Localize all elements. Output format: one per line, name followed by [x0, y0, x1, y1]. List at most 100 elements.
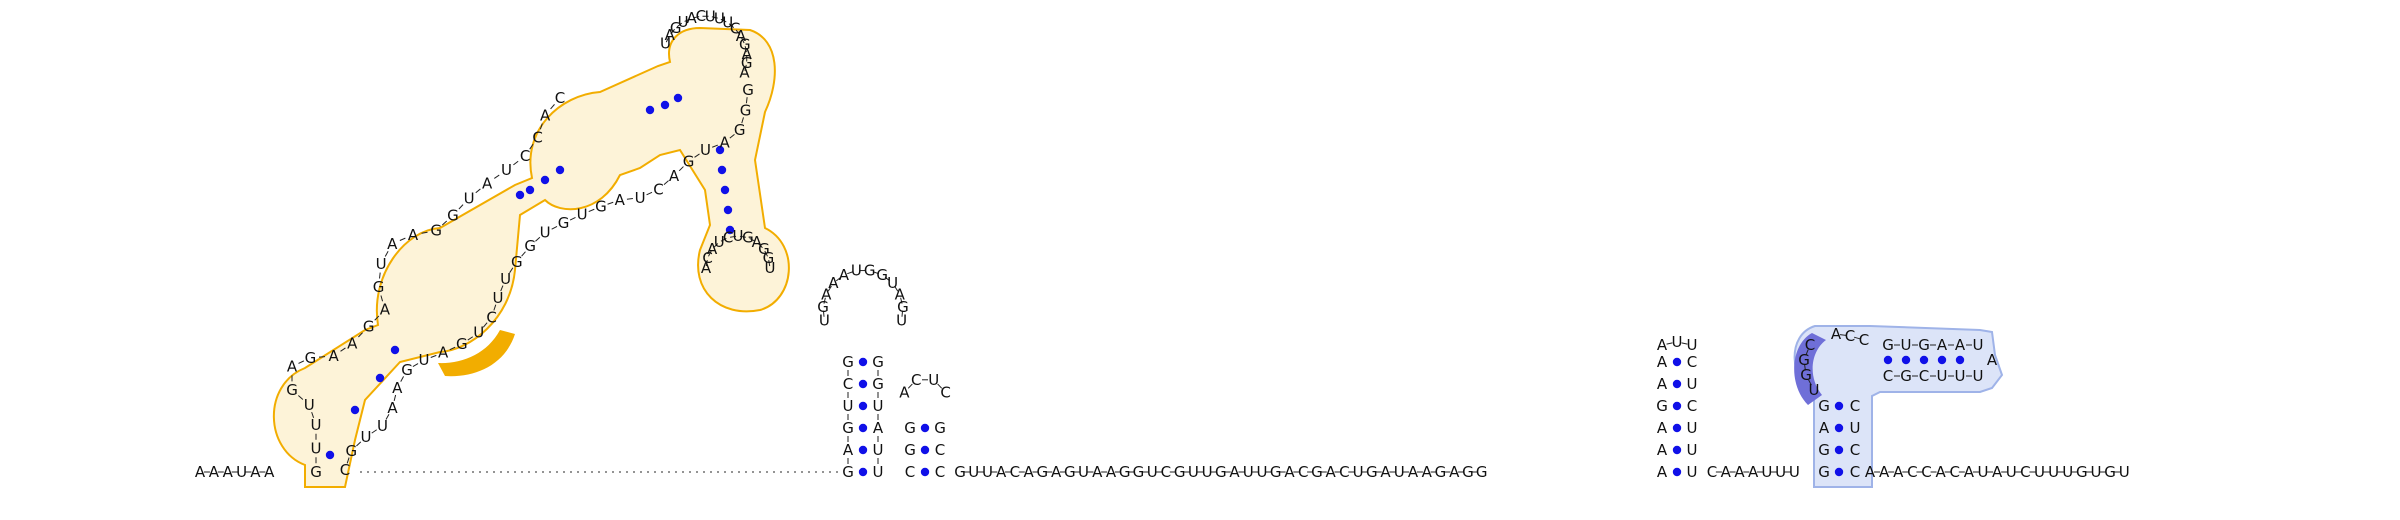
hairpin2-loop-nucleotide: G — [864, 262, 876, 280]
backbone-segment — [340, 347, 346, 352]
orange-left-nucleotide: U — [311, 416, 322, 434]
hairpin4-right-nucleotide: U — [1687, 419, 1698, 437]
orange-right-nucleotide: C — [653, 180, 663, 198]
blue-arm-top-nucleotide: U — [1973, 336, 1984, 354]
hairpin4-right-nucleotide: U — [1687, 375, 1698, 393]
base-pair-dot — [1672, 445, 1682, 455]
orange-right-nucleotide: G — [595, 197, 607, 215]
hairpin4-loop-nucleotide: U — [1672, 333, 1683, 351]
hairpin4-left-nucleotide: A — [1657, 375, 1668, 393]
hairpin2-loop-nucleotide: G — [817, 298, 829, 316]
orange-left-nucleotide: G — [430, 222, 442, 240]
hairpin4-right-nucleotide: C — [1687, 397, 1697, 415]
blue-stem-left-nucleotide: A — [1819, 419, 1830, 437]
backbone-segment — [847, 271, 854, 275]
middle-run-nucleotide: U — [1243, 463, 1254, 481]
backbone-segment — [708, 250, 712, 257]
orange-small-loop-nucleotide: C — [702, 249, 712, 267]
base-pair-dot — [1919, 355, 1929, 365]
middle-run-nucleotide: U — [968, 463, 979, 481]
middle-run-nucleotide: A — [1449, 463, 1460, 481]
middle-run-nucleotide: G — [1215, 463, 1227, 481]
middle-run-nucleotide: A — [1106, 463, 1117, 481]
backbone-segment — [521, 251, 526, 257]
left-run-nucleotide: A — [209, 463, 220, 481]
orange-right-nucleotide: U — [635, 189, 646, 207]
backbone-segment — [741, 117, 744, 124]
backbone-segment — [494, 174, 500, 179]
base-pair-dot — [1834, 445, 1844, 455]
orange-right-nucleotide: G — [740, 101, 752, 119]
hairpin2-left-nucleotide: C — [843, 375, 853, 393]
base-pair-dot — [920, 445, 930, 455]
base-pair-dot — [1883, 355, 1893, 365]
blue-loop-nucleotide: C — [1859, 331, 1869, 349]
base-pair-dot — [1672, 467, 1682, 477]
run-after-h4-nucleotide: U — [1761, 463, 1772, 481]
orange-right-nucleotide: C — [340, 461, 350, 479]
orange-right-nucleotide: U — [700, 141, 711, 159]
backbone-segment — [430, 354, 437, 358]
orange-right-nucleotide: A — [438, 344, 449, 362]
middle-run-nucleotide: U — [1147, 463, 1158, 481]
backbone-segment — [729, 133, 735, 139]
base-pair-dot — [920, 423, 930, 433]
middle-run-nucleotide: G — [1064, 463, 1076, 481]
blue-stem-left-nucleotide: G — [1818, 397, 1830, 415]
backbone-segment — [937, 383, 943, 389]
base-pair-dot — [858, 423, 868, 433]
orange-right-nucleotide: U — [377, 417, 388, 435]
right-run-nucleotide: A — [1935, 463, 1946, 481]
backbone-segment — [529, 143, 534, 150]
backbone-segment — [513, 160, 519, 166]
orange-loop-nucleotide: U — [714, 10, 725, 28]
orange-small-loop-nucleotide: G — [758, 240, 770, 258]
backbone-segment — [720, 238, 727, 242]
backbone-segment — [730, 235, 737, 238]
blue-stem-right-nucleotide: C — [1850, 397, 1860, 415]
right-run-nucleotide: U — [2034, 463, 2045, 481]
backbone-segment — [693, 16, 700, 19]
orange-right-nucleotide: A — [669, 167, 680, 185]
blue-arm-bottom-nucleotide: C — [1919, 367, 1929, 385]
orange-loop-nucleotide: U — [722, 14, 733, 32]
backbone-segment — [744, 64, 747, 71]
orange-left-nucleotide: A — [482, 174, 493, 192]
backbone-segment — [482, 322, 488, 328]
base-pair-dot — [1937, 355, 1947, 365]
orange-left-nucleotide: G — [286, 381, 298, 399]
orange-highlight-segment — [438, 330, 515, 377]
backbone-segment — [745, 97, 748, 104]
orange-small-loop-nucleotide: C — [723, 229, 733, 247]
backbone-segment — [1808, 379, 1812, 386]
backbone-segment — [676, 22, 683, 28]
base-pair-dot — [645, 105, 655, 115]
hairpin3-right-nucleotide: C — [935, 441, 945, 459]
backbone-segment — [1805, 349, 1809, 356]
orange-loop-nucleotide: A — [665, 26, 676, 44]
backbone-segment — [1839, 334, 1847, 336]
middle-run-nucleotide: G — [1133, 463, 1145, 481]
hairpin3-loop-nucleotide: A — [899, 383, 910, 401]
region-highlights — [272, 26, 2004, 488]
backbone-segment — [757, 243, 763, 249]
orange-right-nucleotide: G — [742, 81, 754, 99]
blue-arm-bottom-nucleotide: U — [1955, 367, 1966, 385]
middle-run-nucleotide: C — [1298, 463, 1308, 481]
right-run-nucleotide: U — [2048, 463, 2059, 481]
hairpin2-loop-nucleotide: A — [839, 266, 850, 284]
right-run-nucleotide: U — [2119, 463, 2130, 481]
blue-arm-bottom-nucleotide: C — [1883, 367, 1893, 385]
backbone-segment — [720, 18, 727, 23]
hairpin2-right-nucleotide: G — [872, 375, 884, 393]
backbone-segment — [371, 429, 377, 434]
orange-left-nucleotide: A — [329, 347, 340, 365]
backbone-segment — [374, 315, 380, 321]
orange-small-loop-nucleotide: G — [742, 229, 754, 247]
backbone-segment — [646, 191, 653, 196]
orange-right-nucleotide: U — [500, 270, 511, 288]
orange-loop-nucleotide: U — [705, 7, 716, 25]
hairpin3-left-nucleotide: C — [905, 463, 915, 481]
orange-right-nucleotide: A — [615, 191, 626, 209]
